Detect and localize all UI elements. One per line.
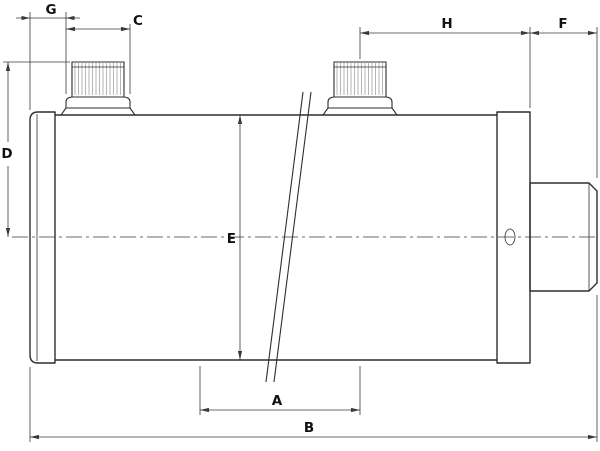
dimension-a-extension-lines	[199, 366, 361, 415]
dimension-a: A	[199, 366, 361, 415]
dimension-b: B	[29, 295, 598, 442]
port-right-base-weld	[322, 107, 398, 116]
rear-head	[496, 111, 531, 364]
dim-label-a: A	[272, 393, 283, 409]
dimension-h: H	[359, 16, 531, 108]
port-left-base-weld	[60, 107, 136, 116]
dim-label-f: F	[558, 16, 567, 32]
cylinder-body	[29, 111, 598, 364]
port-right-neck	[333, 61, 387, 97]
port-right-collar	[327, 96, 393, 108]
port-right	[322, 61, 398, 116]
dim-label-e: E	[227, 231, 236, 247]
port-left-thread-texture	[74, 63, 121, 95]
dim-label-b: B	[304, 420, 314, 436]
dimension-d: D	[1, 61, 70, 237]
dimension-c: C	[66, 13, 143, 94]
left-end-cap	[29, 111, 56, 364]
port-left	[60, 61, 136, 116]
dimension-g-extension-lines	[29, 12, 67, 110]
dimension-f: F	[530, 16, 598, 178]
dimension-b-extension-lines	[29, 295, 598, 442]
dim-label-h: H	[441, 16, 452, 32]
cylinder-tube	[55, 114, 497, 361]
dimension-g: G	[16, 2, 80, 110]
dim-label-d: D	[1, 146, 12, 162]
dim-label-c: C	[133, 13, 143, 29]
dim-label-g: G	[45, 2, 56, 18]
dimension-e: E	[227, 115, 243, 360]
port-left-collar	[65, 96, 131, 108]
port-right-thread-texture	[336, 63, 383, 95]
dimension-h-extension-lines	[359, 27, 531, 108]
port-left-neck	[71, 61, 125, 97]
